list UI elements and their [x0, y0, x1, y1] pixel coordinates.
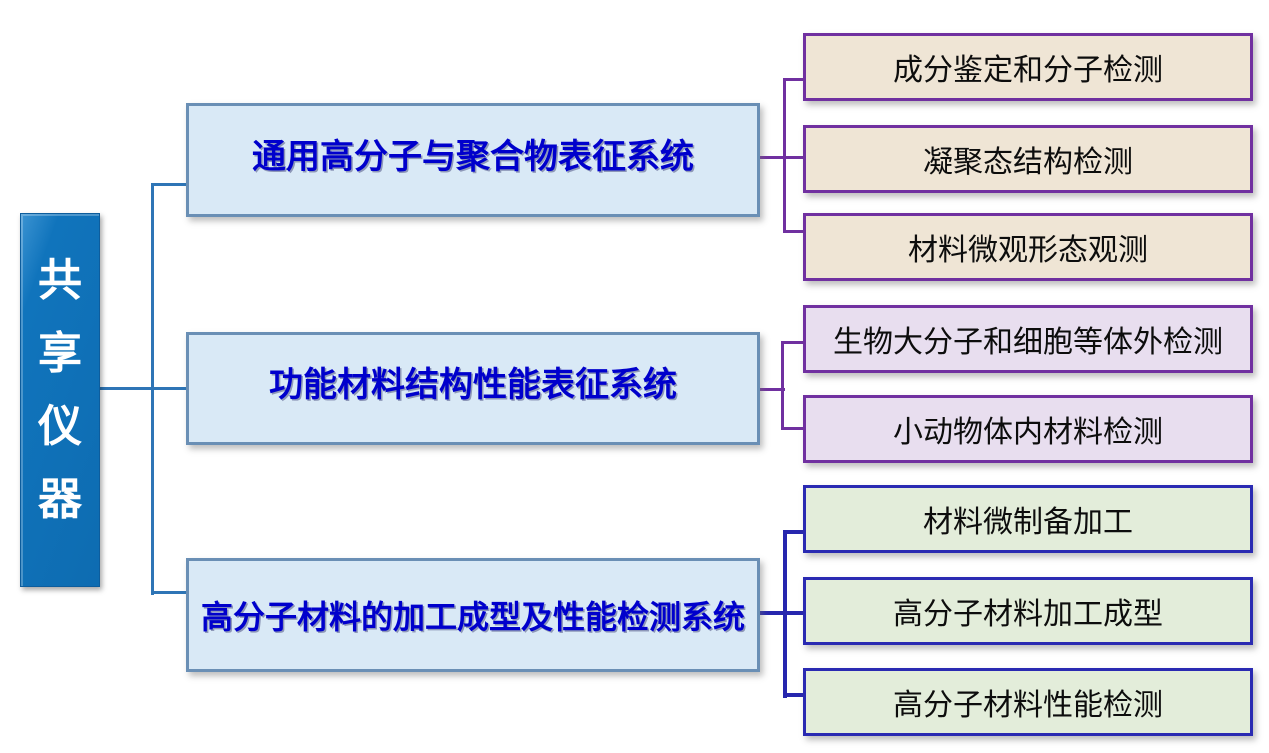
- connector-root-horizontal: [100, 387, 186, 390]
- connector-branch3-horizontal: [760, 611, 803, 615]
- leaf-node-material-micro-fabrication: 材料微制备加工: [803, 485, 1253, 553]
- leaf-label: 高分子材料加工成型: [893, 598, 1163, 631]
- connector-branch1-stub-top: [783, 78, 803, 81]
- connector-branch2-horizontal: [760, 388, 785, 391]
- root-label-char: 享: [38, 328, 82, 378]
- root-label-char: 器: [38, 474, 82, 524]
- leaf-node-small-animal-invivo-detection: 小动物体内材料检测: [803, 395, 1253, 463]
- root-label-char: 仪: [38, 401, 82, 451]
- branch-node-general-polymer-characterization: 通用高分子与聚合物表征系统: [186, 103, 760, 217]
- connector-branch3-stub-top: [783, 530, 803, 534]
- connector-branch1-trunk: [783, 78, 786, 233]
- leaf-node-polymer-performance-testing: 高分子材料性能检测: [803, 668, 1253, 736]
- leaf-label: 凝聚态结构检测: [923, 146, 1133, 179]
- branch-node-functional-material-characterization: 功能材料结构性能表征系统: [186, 332, 760, 445]
- branch-label: 功能材料结构性能表征系统: [269, 366, 677, 404]
- branch-label: 通用高分子与聚合物表征系统: [252, 137, 694, 176]
- leaf-node-condensed-structure-detection: 凝聚态结构检测: [803, 125, 1253, 193]
- leaf-label: 生物大分子和细胞等体外检测: [833, 326, 1223, 359]
- connector-root-stub-bottom: [151, 591, 186, 594]
- leaf-label: 材料微制备加工: [923, 506, 1133, 539]
- root-label-char: 共: [38, 255, 82, 305]
- connector-root-stub-top: [151, 183, 186, 186]
- connector-branch1-stub-bottom: [783, 230, 803, 233]
- connector-branch3-stub-bottom: [783, 693, 803, 697]
- leaf-label: 材料微观形态观测: [908, 234, 1148, 267]
- leaf-node-polymer-processing-forming: 高分子材料加工成型: [803, 577, 1253, 645]
- leaf-node-composition-molecular-detection: 成分鉴定和分子检测: [803, 33, 1253, 101]
- connector-branch2-stub-top: [781, 341, 803, 344]
- root-node: 共 享 仪 器: [20, 213, 100, 587]
- leaf-label: 高分子材料性能检测: [893, 689, 1163, 722]
- branch-node-polymer-processing-testing: 高分子材料的加工成型及性能检测系统: [186, 558, 760, 672]
- connector-branch2-stub-bottom: [781, 427, 803, 430]
- connector-branch1-horizontal: [760, 156, 803, 159]
- connector-branch2-trunk: [781, 341, 784, 430]
- connector-root-trunk: [151, 183, 154, 595]
- leaf-label: 小动物体内材料检测: [893, 416, 1163, 449]
- connector-branch3-trunk: [783, 530, 787, 698]
- leaf-label: 成分鉴定和分子检测: [893, 54, 1163, 87]
- leaf-node-biomacromolecule-invitro-detection: 生物大分子和细胞等体外检测: [803, 305, 1253, 373]
- leaf-node-micro-morphology-observation: 材料微观形态观测: [803, 213, 1253, 281]
- branch-label: 高分子材料的加工成型及性能检测系统: [200, 599, 745, 635]
